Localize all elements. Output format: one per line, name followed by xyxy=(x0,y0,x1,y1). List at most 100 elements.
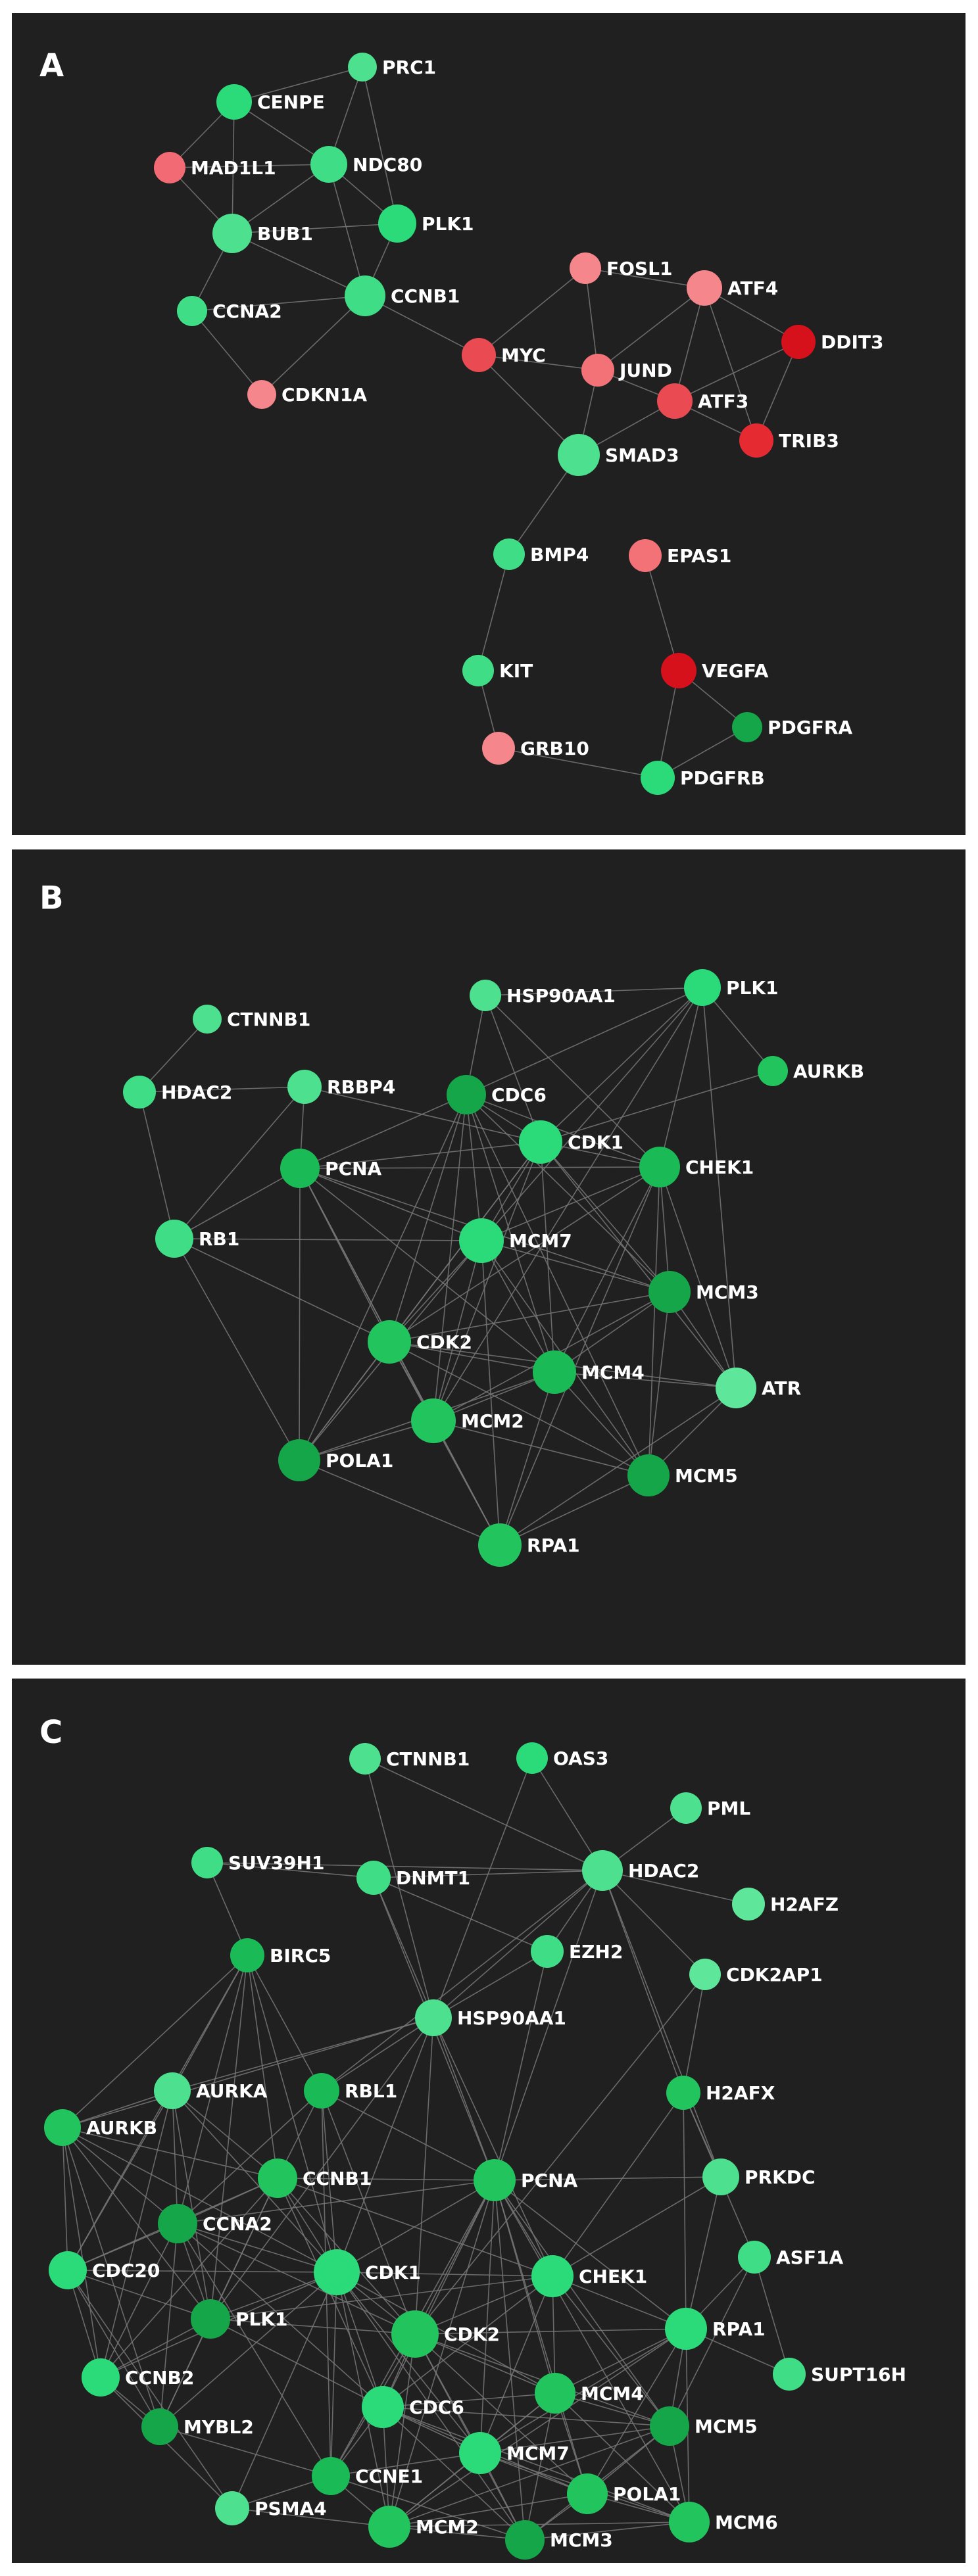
node-label: CCNA2 xyxy=(203,2213,272,2235)
node-chek1: CHEK1 xyxy=(531,2255,647,2297)
node-circle xyxy=(558,434,600,476)
node-circle xyxy=(462,338,496,372)
edge-pcna-mcm5 xyxy=(494,2180,670,2427)
node-circle xyxy=(391,2310,439,2358)
edge-aurkb-plk1 xyxy=(62,2127,211,2320)
node-mcm6: MCM6 xyxy=(669,2502,778,2542)
edge-mcm4-mcm5 xyxy=(554,1371,649,1476)
node-circle xyxy=(356,1861,391,1895)
node-circle xyxy=(567,2473,608,2514)
edges xyxy=(139,987,773,1546)
edge-ctnnb1-hdac2 xyxy=(364,1758,603,1871)
edge-myc-jund xyxy=(478,354,599,371)
edge-cdc6-mcm2 xyxy=(433,1094,467,1421)
node-circle xyxy=(516,1742,548,1774)
node-label: CDC6 xyxy=(409,2397,464,2418)
edge-hsp90aa1-cdk2 xyxy=(414,2017,434,2335)
node-label: CCNB1 xyxy=(391,285,460,307)
edge-aurkb-cdc20 xyxy=(62,2127,68,2271)
edge-dnmt1-hdac2 xyxy=(373,1870,603,1878)
node-label: PDGFRA xyxy=(768,717,852,738)
node-label: HDAC2 xyxy=(161,1082,232,1103)
node-label: CDC6 xyxy=(491,1084,547,1106)
edge-vegfa-pdgfrb xyxy=(657,670,679,778)
edge-myc-fosl1 xyxy=(478,268,586,356)
edge-cenpe-bub1 xyxy=(232,101,235,234)
edge-cdk1-cdc6 xyxy=(336,2272,383,2408)
node-label: CCNB1 xyxy=(303,2168,372,2189)
node-ccnb2: CCNB2 xyxy=(82,2358,194,2397)
node-label: CDK1 xyxy=(365,2262,421,2283)
edge-grb10-pdgfrb xyxy=(498,748,658,778)
node-label: POLA1 xyxy=(613,2483,681,2505)
node-circle xyxy=(44,2109,81,2146)
edge-mcm2-mcm6 xyxy=(389,2521,690,2527)
edge-hdac2-rb1 xyxy=(139,1091,175,1239)
edge-hsp90aa1-plk1 xyxy=(210,2017,434,2320)
edge-chek1-rpa1 xyxy=(499,1166,660,1546)
node-label: NDC80 xyxy=(353,154,422,176)
node-label: MCM3 xyxy=(550,2529,613,2551)
node-label: ATF3 xyxy=(698,391,748,412)
node-ccnb1: CCNB1 xyxy=(345,275,460,316)
node-ccna2: CCNA2 xyxy=(177,296,282,326)
edge-chek1-rpa1 xyxy=(552,2276,687,2329)
edge-rbl1-cdk2 xyxy=(321,2090,416,2335)
edge-bmp4-kit xyxy=(477,554,510,671)
edge-cdk2-mcm2 xyxy=(389,2333,416,2527)
node-circle xyxy=(459,2432,501,2474)
edge-cdk2-mcm5 xyxy=(389,1341,649,1476)
edge-rpa1-mcm2 xyxy=(389,2328,687,2527)
edge-cdc6-mcm4 xyxy=(466,1094,555,1373)
edge-plk1-atr xyxy=(702,987,737,1389)
node-rbbp4: RBBP4 xyxy=(287,1070,395,1104)
edge-ccna2-cdk1 xyxy=(177,2223,337,2273)
node-label: CDC20 xyxy=(92,2260,160,2281)
node-prkdc: PRKDC xyxy=(702,2159,816,2195)
edge-cdk1-mcm2 xyxy=(336,2272,390,2527)
node-cdkn1a: CDKN1A xyxy=(247,380,367,409)
edge-cdk1-atr xyxy=(540,1141,737,1389)
node-label: MCM4 xyxy=(581,2383,644,2404)
node-h2afz: H2AFZ xyxy=(732,1888,839,1920)
node-circle xyxy=(280,1149,320,1188)
node-circle xyxy=(629,539,662,572)
edge-rpa1-mcm4 xyxy=(554,2328,687,2394)
edge-mcm5-mcm2 xyxy=(389,2425,670,2527)
node-label: PLK1 xyxy=(235,2308,288,2330)
node-aurkb: AURKB xyxy=(44,2109,157,2146)
node-rbl1: RBL1 xyxy=(304,2073,397,2109)
edge-cdc6-mcm3 xyxy=(382,2406,526,2540)
node-circle xyxy=(123,1076,156,1109)
edge-cdc6-pola1 xyxy=(299,1094,467,1461)
node-mcm2: MCM2 xyxy=(368,2506,479,2548)
edge-plk1-chek1 xyxy=(659,987,703,1168)
node-circle xyxy=(732,1888,765,1920)
node-epas1: EPAS1 xyxy=(629,539,731,572)
edge-atf4-ddit3 xyxy=(704,287,799,343)
node-mcm4: MCM4 xyxy=(535,2373,644,2414)
node-rpa1: RPA1 xyxy=(665,2308,766,2350)
edge-cdc6-chek1 xyxy=(466,1094,660,1168)
node-mcm3: MCM3 xyxy=(648,1271,759,1313)
edge-chek1-mcm7 xyxy=(481,1166,660,1241)
node-atr: ATR xyxy=(716,1368,801,1408)
node-circle xyxy=(314,2249,360,2295)
node-circle xyxy=(661,653,697,688)
node-circle xyxy=(378,204,416,243)
edge-plk1-mybl2 xyxy=(159,2318,211,2427)
edge-cdc6-cdk2 xyxy=(389,1094,467,1343)
node-circle xyxy=(212,214,252,253)
node-label: CTNNB1 xyxy=(386,1748,470,1770)
node-circle xyxy=(533,1350,576,1394)
node-label: PSMA4 xyxy=(255,2498,327,2519)
node-circle xyxy=(362,2386,404,2428)
edge-cdk1-mcm7 xyxy=(336,2272,481,2454)
node-label: MCM5 xyxy=(695,2416,758,2437)
node-psma4: PSMA4 xyxy=(215,2491,327,2525)
edge-plk1-ccnb2 xyxy=(100,2318,211,2378)
node-aurkb: AURKB xyxy=(758,1056,864,1086)
